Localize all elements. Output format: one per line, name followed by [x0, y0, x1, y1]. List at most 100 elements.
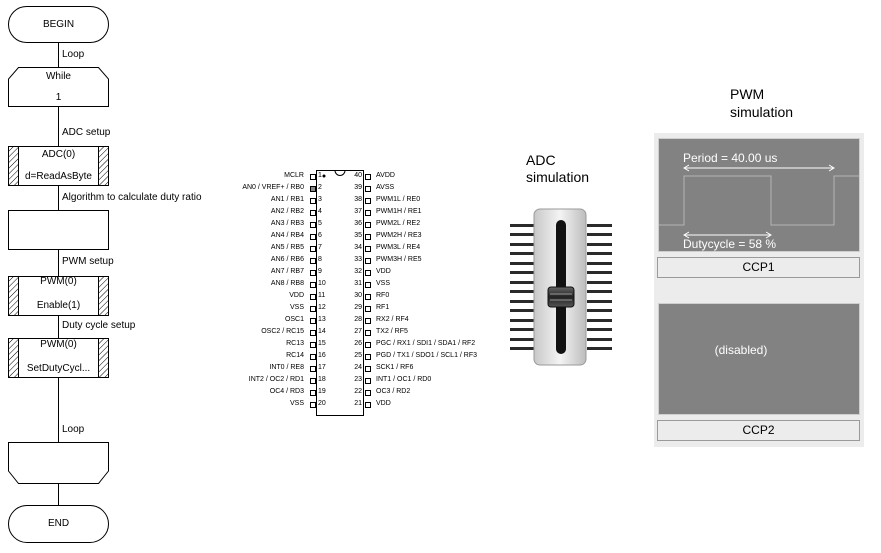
chip-pin-left[interactable] — [310, 246, 316, 252]
pwm-duty-block[interactable]: PWM(0) SetDutyCycl... — [8, 338, 109, 378]
chip-pin-right-number: 23 — [354, 376, 362, 383]
chip-pin-left-number: 14 — [318, 328, 326, 335]
loop-label-bottom: Loop — [62, 424, 85, 435]
chip-pin-left-label: AN3 / RB3 — [270, 220, 304, 227]
loop-end-block[interactable] — [8, 442, 109, 484]
chip-pin-left-label: AN6 / RB6 — [270, 256, 304, 263]
chip-pin-left-number: 6 — [318, 232, 322, 239]
chip-pin-right[interactable] — [365, 330, 371, 336]
chip-pin-right-label: PGD / TX1 / SDO1 / SCL1 / RF3 — [376, 352, 478, 359]
chip-pin-left[interactable] — [310, 402, 316, 408]
chip-pin-right[interactable] — [365, 258, 371, 264]
pwm-enable-block[interactable]: PWM(0) Enable(1) — [8, 276, 109, 316]
chip-pin-left[interactable] — [310, 342, 316, 348]
chip-pin-right-label: VSS — [376, 280, 391, 287]
chip-pin-left[interactable] — [310, 234, 316, 240]
chip-pin-left-label: AN8 / RB8 — [270, 280, 304, 287]
ccp1-period-arrow-left — [683, 164, 690, 172]
chip-pin-right-label: PWM2H / RE3 — [376, 232, 422, 239]
chip-pin-right-label: AVDD — [376, 172, 395, 179]
chip-pin-left[interactable] — [310, 318, 316, 324]
chip-pin-right-number: 33 — [354, 256, 362, 263]
chip-pin-right[interactable] — [365, 174, 371, 180]
chip-pin-left-label: RC14 — [286, 352, 304, 359]
chip-pin-left[interactable] — [310, 330, 316, 336]
chip-pin-left[interactable] — [310, 258, 316, 264]
chip-pin-right[interactable] — [365, 198, 371, 204]
chip-pin-right-number: 27 — [354, 328, 362, 335]
chip-pin-right-number: 34 — [354, 244, 362, 251]
chip-pin-left-label: MCLR — [284, 172, 304, 179]
chip-pin-right-number: 37 — [354, 208, 362, 215]
chip-pin-right[interactable] — [365, 246, 371, 252]
ccp2-name-bar: CCP2 — [657, 420, 860, 441]
adc-label-line1: ADC — [526, 152, 556, 168]
chip-pin-right[interactable] — [365, 210, 371, 216]
chip-pin-left[interactable] — [310, 198, 316, 204]
chip-pin-right[interactable] — [365, 222, 371, 228]
chip-pin-right[interactable] — [365, 282, 371, 288]
chip-pin-right-label: PWM3L / RE4 — [376, 244, 421, 251]
while-loop-block[interactable]: While 1 — [8, 67, 109, 107]
chip-pin-left[interactable] — [310, 390, 316, 396]
loop-label-top: Loop — [62, 49, 85, 60]
ccp1-duty-arrow-left — [683, 231, 690, 239]
pwm-setup-label: PWM setup — [62, 256, 114, 267]
chip-pin-right-number: 26 — [354, 340, 362, 347]
chip-pin-right[interactable] — [365, 270, 371, 276]
chip-pin-right-label: VDD — [376, 268, 391, 275]
chip-pin-right-label: PGC / RX1 / SDI1 / SDA1 / RF2 — [376, 340, 476, 347]
end-terminal[interactable]: END — [8, 505, 109, 543]
chip-pin-left-label: AN5 / RB5 — [270, 244, 304, 251]
chip-pin-left[interactable] — [310, 354, 316, 360]
chip-pin-right[interactable] — [365, 354, 371, 360]
chip-pin-left[interactable] — [310, 366, 316, 372]
chip-pin-left-label: VSS — [289, 304, 304, 311]
chip-pin-left-label: VSS — [289, 400, 304, 407]
adc-component-block[interactable]: ADC(0) d=ReadAsByte — [8, 146, 109, 186]
chip-pin-right[interactable] — [365, 306, 371, 312]
chip-pin-left-number: 2 — [318, 184, 322, 191]
chip-pin-left[interactable] — [310, 282, 316, 288]
ccp1-duty-arrow-right — [765, 231, 772, 239]
microcontroller-chip[interactable] — [316, 170, 364, 416]
chip-pin-left-label: OSC2 / RC15 — [261, 328, 304, 335]
chip-pin-right[interactable] — [365, 186, 371, 192]
chip-pin-left[interactable] — [310, 306, 316, 312]
pwm-simulation-label: PWM simulation — [730, 85, 793, 121]
chip-pin-right-label: PWM1L / RE0 — [376, 196, 421, 203]
chip-pin-left-label: RC13 — [286, 340, 304, 347]
chip-pin-left[interactable] — [310, 210, 316, 216]
chip-pin-left[interactable] — [310, 294, 316, 300]
chip-pin-right-label: AVSS — [376, 184, 395, 191]
chip-pin-left[interactable] — [310, 270, 316, 276]
chip-pin-left-number: 5 — [318, 220, 322, 227]
chip-pin-right[interactable] — [365, 378, 371, 384]
chip-pin-left[interactable] — [310, 378, 316, 384]
chip-pin-right-label: PWM2L / RE2 — [376, 220, 421, 227]
chip-pin-right-number: 25 — [354, 352, 362, 359]
chip-pin-right[interactable] — [365, 234, 371, 240]
chip-pin-left-label: AN0 / VREF+ / RB0 — [242, 184, 304, 191]
chip-pin-left[interactable] — [310, 186, 316, 192]
chip-pin-right[interactable] — [365, 342, 371, 348]
chip-pin-left-number: 13 — [318, 316, 326, 323]
ccp2-scope-screen: (disabled) — [658, 303, 860, 415]
chip-pin-left-number: 4 — [318, 208, 322, 215]
calculation-block[interactable] — [8, 210, 109, 250]
chip-pin-right-label: PWM3H / RE5 — [376, 256, 422, 263]
chip-pin-right[interactable] — [365, 390, 371, 396]
chip-pin-right-number: 38 — [354, 196, 362, 203]
begin-terminal[interactable]: BEGIN — [8, 6, 109, 43]
pwm-label-line2: simulation — [730, 104, 794, 120]
chip-pin-left[interactable] — [310, 174, 316, 180]
chip-pin-left-number: 3 — [318, 196, 322, 203]
chip-pin-left[interactable] — [310, 222, 316, 228]
chip-pin-left-label: OSC1 — [284, 316, 304, 323]
chip-pin-right[interactable] — [365, 366, 371, 372]
chip-pin-right[interactable] — [365, 294, 371, 300]
adc-slider-widget[interactable] — [510, 208, 612, 366]
chip-pin-right[interactable] — [365, 318, 371, 324]
chip-pin-right-number: 28 — [354, 316, 362, 323]
chip-pin-right[interactable] — [365, 402, 371, 408]
